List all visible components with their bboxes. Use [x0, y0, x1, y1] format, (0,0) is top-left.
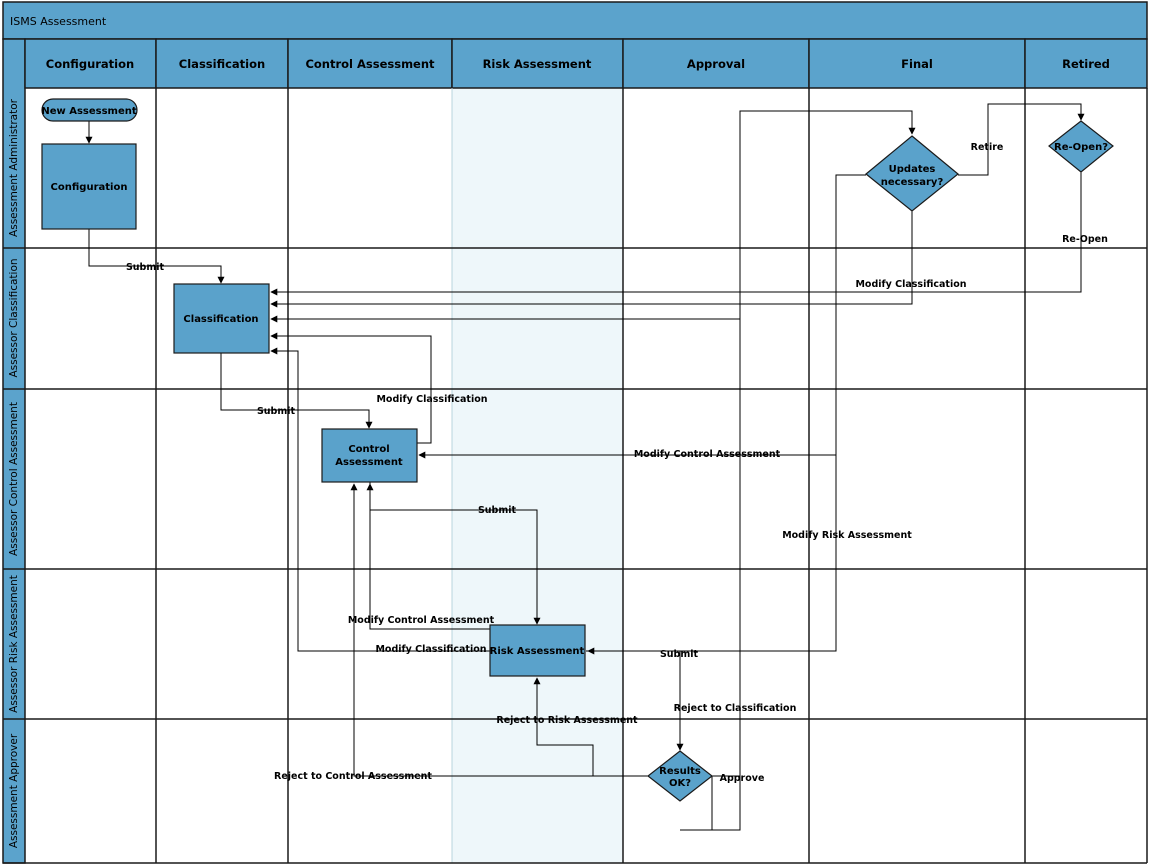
edge-reopen [270, 172, 1082, 296]
col-header-classification [155, 38, 289, 89]
col-label-classification: Classification [179, 57, 265, 71]
edge-final-modify-control [418, 174, 866, 459]
lane-label-administrator: Assessment Administrator [8, 98, 20, 237]
start-node[interactable]: New Assessment [41, 98, 138, 122]
edge-control-modify-class [270, 332, 432, 444]
label-reject-to-class: Reject to Classification [674, 703, 797, 714]
label-modify-class-control: Modify Classification [376, 394, 487, 405]
edge-final-modify-risk [587, 455, 837, 655]
title-bar [2, 1, 1148, 40]
lane-label-control: Assessor Control Assessment [8, 402, 20, 556]
diagram-title: ISMS Assessment [10, 15, 107, 28]
edge-risk-modify-control [366, 483, 490, 630]
risk-assessment-node[interactable]: Risk Assessment [489, 624, 586, 677]
label-retire: Retire [971, 142, 1004, 153]
label-reject-to-risk: Reject to Risk Assessment [496, 715, 638, 726]
edge-labels: Submit Submit Modify Classification Subm… [126, 142, 1108, 784]
col-header-control-assessment [287, 38, 453, 89]
col-label-risk-assessment: Risk Assessment [483, 57, 592, 71]
col-label-final: Final [901, 57, 933, 71]
label-modify-control-final: Modify Control Assessment [634, 449, 781, 460]
grid [3, 88, 1148, 864]
label-reopen: Re-Open [1062, 234, 1108, 245]
results-label-2: OK? [669, 778, 691, 789]
edge-class-submit [220, 353, 373, 429]
col-label-retired: Retired [1062, 57, 1110, 71]
label-submit-risk: Submit [660, 649, 699, 660]
risk-column-highlight [452, 88, 623, 863]
label-submit-class: Submit [257, 406, 296, 417]
configuration-node-label: Configuration [51, 182, 128, 193]
classification-node[interactable]: Classification [173, 283, 270, 354]
updates-label-1: Updates [889, 164, 936, 175]
label-modify-control-risk: Modify Control Assessment [348, 615, 495, 626]
edge-config-submit [88, 229, 225, 284]
col-label-approval: Approval [687, 57, 745, 71]
label-submit-control: Submit [478, 505, 517, 516]
col-header-risk-assessment [451, 38, 624, 89]
col-label-control-assessment: Control Assessment [305, 57, 435, 71]
lane-label-classification: Assessor Classification [8, 258, 20, 377]
classification-node-label: Classification [183, 314, 258, 325]
edge-approve-up [739, 110, 916, 830]
label-approve: Approve [720, 773, 765, 784]
configuration-node[interactable]: Configuration [41, 143, 137, 230]
lane-label-approver: Assessment Approver [8, 733, 20, 848]
edge-final-modify-class [270, 210, 913, 308]
risk-node-label: Risk Assessment [490, 646, 585, 657]
results-ok-decision[interactable]: Results OK? [647, 750, 713, 802]
reopen-label: Re-Open? [1054, 142, 1108, 153]
label-reject-to-control: Reject to Control Assessment [274, 771, 432, 782]
col-header-retired [1024, 38, 1148, 89]
label-submit-config: Submit [126, 262, 165, 273]
column-headers: Configuration Classification Control Ass… [24, 38, 1148, 89]
edge-risk-modify-class [270, 347, 490, 652]
control-assessment-node[interactable]: Control Assessment [321, 428, 418, 483]
edge-reject-to-control [350, 483, 648, 777]
connectors [85, 103, 1085, 831]
start-node-label: New Assessment [41, 106, 137, 117]
col-header-approval [622, 38, 810, 89]
lane-label-risk: Assessor Risk Assessment [8, 575, 20, 713]
lane-labels: Assessment Administrator Assessor Classi… [8, 98, 20, 848]
results-label-1: Results [659, 766, 701, 777]
label-modify-class-risk: Modify Classification [375, 644, 486, 655]
updates-necessary-decision[interactable]: Updates necessary? [865, 135, 959, 212]
edge-retire [958, 103, 1085, 176]
label-modify-risk-final: Modify Risk Assessment [782, 530, 912, 541]
updates-label-2: necessary? [881, 177, 944, 188]
label-modify-class-final: Modify Classification [855, 279, 966, 290]
col-header-configuration [24, 38, 157, 89]
col-header-final [808, 38, 1026, 89]
col-label-configuration: Configuration [46, 57, 134, 71]
control-node-label-2: Assessment [335, 457, 403, 468]
control-node-label-1: Control [348, 444, 389, 455]
reopen-decision[interactable]: Re-Open? [1048, 120, 1114, 173]
